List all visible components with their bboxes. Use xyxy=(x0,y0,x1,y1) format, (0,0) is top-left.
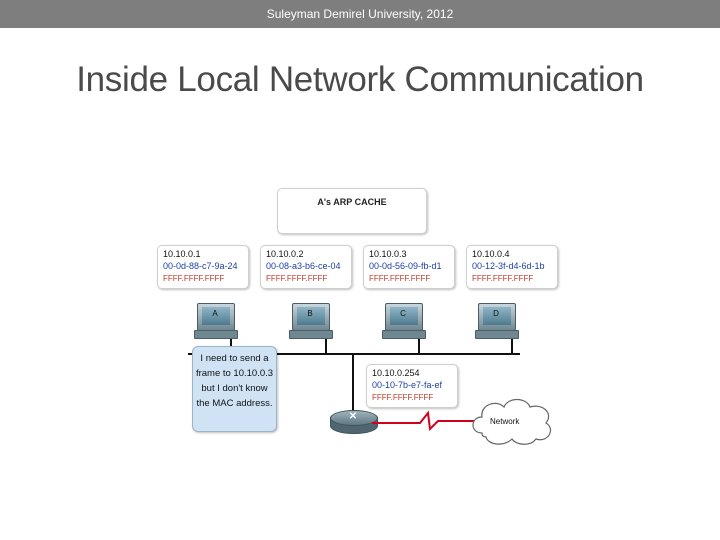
drop-d xyxy=(511,338,513,354)
router-entry-ip: 10.10.0.254 xyxy=(372,368,420,378)
host-a[interactable]: A xyxy=(194,303,238,339)
arp-entry-broadcast: FFFF.FFFF.FFFF xyxy=(369,274,431,283)
arp-cache-title: A's ARP CACHE xyxy=(317,197,387,207)
arp-entry-b: 10.10.0.2 00-08-a3-b6-ce-04 FFFF.FFFF.FF… xyxy=(260,245,352,289)
arp-entry-ip: 10.10.0.4 xyxy=(472,249,510,259)
arp-entry-ip: 10.10.0.1 xyxy=(163,249,201,259)
arp-entry-mac: 00-08-a3-b6-ce-04 xyxy=(266,261,341,271)
arp-entry-broadcast: FFFF.FFFF.FFFF xyxy=(266,274,328,283)
arp-entry-mac: 00-0d-88-c7-9a-24 xyxy=(163,261,238,271)
ethernet-bus xyxy=(188,353,520,355)
router-icon[interactable]: ✕ xyxy=(330,410,378,440)
monitor-icon xyxy=(292,303,330,331)
speech-bubble: I need to send a frame to 10.10.0.3 but … xyxy=(192,346,277,432)
arp-entry-broadcast: FFFF.FFFF.FFFF xyxy=(163,274,225,283)
arp-cache-box: A's ARP CACHE xyxy=(277,188,427,234)
slide-title: Inside Local Network Communication xyxy=(76,60,644,99)
computer-base-icon xyxy=(289,330,333,339)
router-entry-mac: 00-10-7b-e7-fa-ef xyxy=(372,380,443,390)
drop-c xyxy=(418,338,420,354)
header-text: Suleyman Demirel University, 2012 xyxy=(266,7,454,21)
arp-entry-c: 10.10.0.3 00-0d-56-09-fb-d1 FFFF.FFFF.FF… xyxy=(363,245,455,289)
arp-entry-a: 10.10.0.1 00-0d-88-c7-9a-24 FFFF.FFFF.FF… xyxy=(157,245,249,289)
header-bar: Suleyman Demirel University, 2012 xyxy=(0,0,720,28)
network-cloud-icon xyxy=(472,398,551,445)
speech-bubble-text: I need to send a frame to 10.10.0.3 but … xyxy=(195,353,274,409)
computer-base-icon xyxy=(194,330,238,339)
wan-link xyxy=(372,410,484,432)
arp-entry-mac: 00-0d-56-09-fb-d1 xyxy=(369,261,442,271)
host-b[interactable]: B xyxy=(289,303,333,339)
computer-base-icon xyxy=(382,330,426,339)
host-label: D xyxy=(493,309,499,318)
arp-entry-mac: 00-12-3f-d4-6d-1b xyxy=(472,261,545,271)
arp-entry-ip: 10.10.0.3 xyxy=(369,249,407,259)
arp-entry-broadcast: FFFF.FFFF.FFFF xyxy=(472,274,534,283)
host-label: C xyxy=(400,309,406,318)
router-entry: 10.10.0.254 00-10-7b-e7-fa-ef FFFF.FFFF.… xyxy=(366,364,458,408)
computer-base-icon xyxy=(475,330,519,339)
host-c[interactable]: C xyxy=(382,303,426,339)
arp-entry-d: 10.10.0.4 00-12-3f-d4-6d-1b FFFF.FFFF.FF… xyxy=(466,245,558,289)
drop-b xyxy=(325,338,327,354)
router-drop xyxy=(352,354,354,412)
network-label: Network xyxy=(490,417,520,426)
arp-entry-ip: 10.10.0.2 xyxy=(266,249,304,259)
host-d[interactable]: D xyxy=(475,303,519,339)
host-label: A xyxy=(212,309,218,318)
router-entry-broadcast: FFFF.FFFF.FFFF xyxy=(372,393,434,402)
monitor-icon xyxy=(478,303,516,331)
host-label: B xyxy=(307,309,313,318)
